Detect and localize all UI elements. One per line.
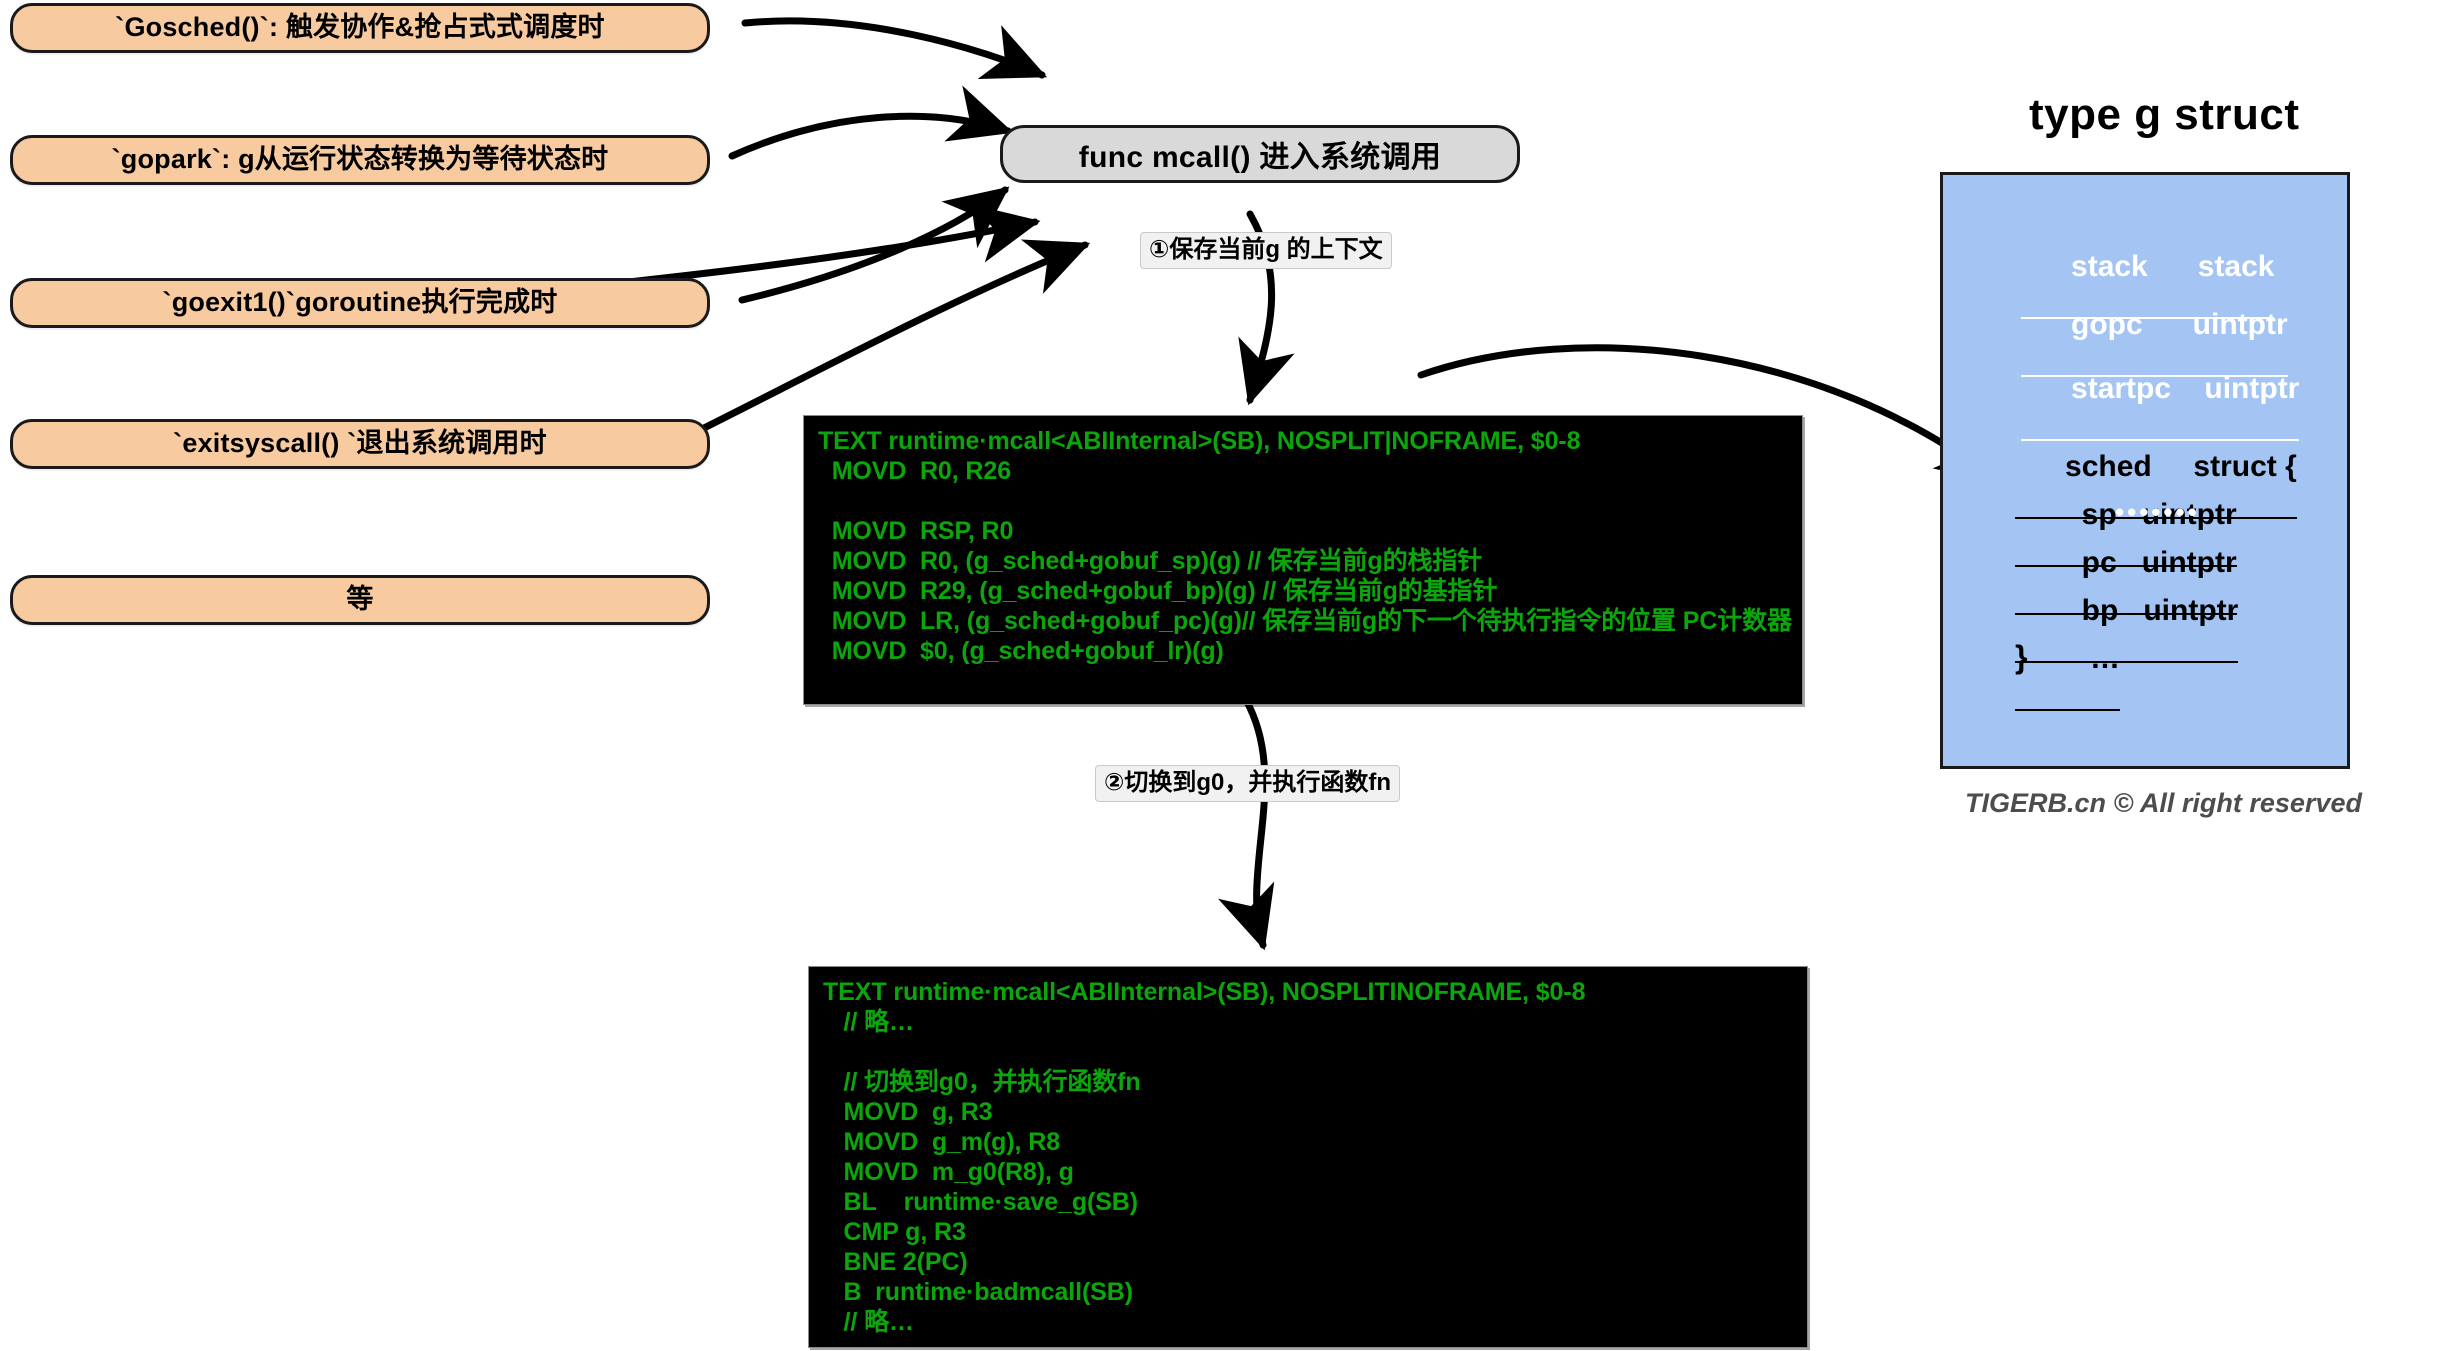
gstruct-field-sched-pc: pc uintptr — [2015, 513, 2237, 615]
step-2-text: ②切换到g0，并执行函数fn — [1104, 769, 1391, 796]
code-line: B runtime·badmcall(SB) — [823, 1278, 1134, 1306]
credit-label: TIGERB.cn © All right reserved — [1965, 788, 2362, 818]
field-text: … — [2065, 642, 2121, 675]
trigger-pill-gopark[interactable]: `gopark`: g从运行状态转换为等待状态时 — [10, 135, 710, 185]
code-line: BL runtime·save_g(SB) — [823, 1188, 1139, 1216]
code-block-switch-g0: TEXT runtime·mcall<ABIInternal>(SB), NOS… — [808, 966, 1808, 1348]
arrow-gopark-to-mcall — [728, 85, 1014, 160]
code-line: MOVD LR, (g_sched+gobuf_pc)(g)// 保存当前g的下… — [818, 607, 1792, 635]
field-text: sched struct { — [2065, 450, 2297, 483]
code-line: TEXT runtime·mcall<ABIInternal>(SB), NOS… — [818, 427, 1581, 455]
trigger-pill-exitsyscall[interactable]: `exitsyscall() `退出系统调用时 — [10, 419, 710, 469]
code-line: // 略… — [823, 1308, 914, 1336]
code-line: MOVD R0, R26 — [818, 457, 1011, 485]
step-1-label: ①保存当前g 的上下文 — [1140, 232, 1392, 270]
code-line: // 略… — [823, 1008, 914, 1036]
field-text: pc uintptr — [2065, 546, 2237, 579]
code-line: TEXT runtime·mcall<ABIInternal>(SB), NOS… — [823, 978, 1586, 1006]
gstruct-field-sched-bp: bp uintptr — [2015, 561, 2239, 663]
trigger-label: `goexit1()`goroutine执行完成时 — [162, 287, 558, 318]
arrow-goexit1-to-mcall — [738, 186, 1010, 304]
arrow-deng-to-mcall — [696, 239, 1091, 434]
code-line: MOVD m_g0(R8), g — [823, 1158, 1074, 1186]
code-line: MOVD $0, (g_sched+gobuf_lr)(g) — [818, 637, 1224, 665]
arrow-exitsyscall-to-mcall — [596, 204, 1041, 289]
credit-text: TIGERB.cn © All right reserved — [1965, 788, 2362, 819]
code-line: BNE 2(PC) — [823, 1248, 968, 1276]
code-line: MOVD RSP, R0 — [818, 517, 1014, 545]
code-line: MOVD R0, (g_sched+gobuf_sp)(g) // 保存当前g的… — [818, 547, 1483, 575]
trigger-pill-deng[interactable]: 等 — [10, 575, 710, 625]
field-text: sp uintptr — [2065, 498, 2237, 531]
trigger-label: `exitsyscall() `退出系统调用时 — [173, 428, 547, 459]
gstruct-field-sched-ellipsis: … — [2015, 609, 2121, 711]
code-line: CMP g, R3 — [823, 1218, 966, 1246]
gstruct-field-stack: stack stack — [2021, 217, 2275, 319]
code-line: MOVD g_m(g), R8 — [823, 1128, 1061, 1156]
gstruct-title: type g struct — [2029, 90, 2300, 140]
dots-text: ••••••• — [2115, 497, 2200, 527]
gstruct-field-startpc: startpc uintptr — [2021, 339, 2300, 441]
code-line: MOVD R29, (g_sched+gobuf_bp)(g) // 保存当前g… — [818, 577, 1498, 605]
step-2-label: ②切换到g0，并执行函数fn — [1095, 765, 1400, 803]
code-block-save-context: TEXT runtime·mcall<ABIInternal>(SB), NOS… — [803, 415, 1803, 705]
gstruct-trailing-dots: ••••••• — [2115, 497, 2200, 528]
step-1-text: ①保存当前g 的上下文 — [1149, 236, 1383, 263]
field-text: bp uintptr — [2065, 594, 2239, 627]
trigger-pill-gosched[interactable]: `Gosched()`: 触发协作&抢占式式调度时 — [10, 3, 710, 53]
code-line-blank — [823, 1037, 1807, 1067]
gstruct-panel: stack stack gopc uintptr startpc uintptr… — [1940, 172, 2350, 769]
gstruct-field-sched: sched struct { — [2015, 417, 2297, 519]
field-text: gopc uintptr — [2071, 308, 2288, 341]
gstruct-title-text: type g struct — [2029, 90, 2300, 139]
field-text: stack stack — [2071, 250, 2275, 283]
arrow-gosched-to-mcall — [741, 17, 1048, 80]
code-line: MOVD g, R3 — [823, 1098, 993, 1126]
gstruct-field-gopc: gopc uintptr — [2021, 275, 2288, 377]
brace-text: } — [2015, 639, 2028, 675]
gstruct-closing-brace: } — [2015, 641, 2027, 673]
code-line-blank — [818, 486, 1802, 516]
gstruct-field-sched-sp: sp uintptr — [2015, 465, 2237, 567]
code-line: // 切换到g0，并执行函数fn — [823, 1068, 1141, 1096]
mcall-node[interactable]: func mcall() 进入系统调用 — [1000, 125, 1520, 183]
trigger-label: `Gosched()`: 触发协作&抢占式式调度时 — [115, 12, 605, 43]
arrow-step2-to-code2 — [1218, 696, 1275, 951]
trigger-pill-goexit1[interactable]: `goexit1()`goroutine执行完成时 — [10, 278, 710, 328]
trigger-label: 等 — [346, 584, 374, 615]
mcall-label: func mcall() 进入系统调用 — [1078, 141, 1442, 174]
field-text: startpc uintptr — [2071, 372, 2300, 405]
trigger-label: `gopark`: g从运行状态转换为等待状态时 — [111, 144, 609, 175]
